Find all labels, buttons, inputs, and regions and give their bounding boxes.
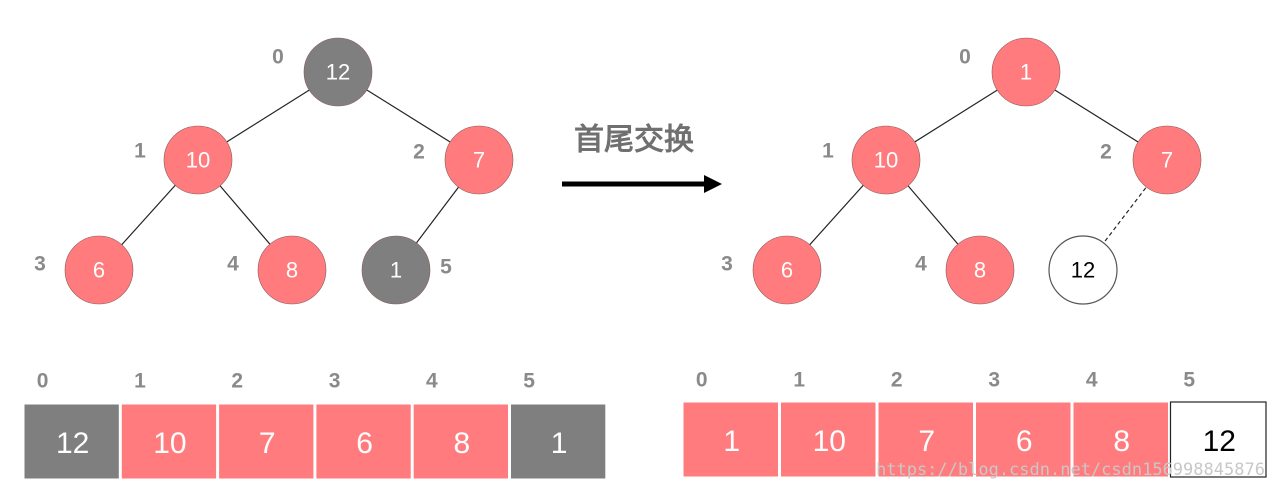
before-node <box>163 125 233 195</box>
after-array-value: 10 <box>813 425 846 458</box>
before-node-value: 10 <box>186 148 210 173</box>
before-node-value: 8 <box>286 258 298 283</box>
after-node <box>1132 125 1202 195</box>
after-node <box>851 125 921 195</box>
after-node-value: 8 <box>974 258 986 283</box>
after-array-cell <box>682 401 779 478</box>
before-node-index: 0 <box>272 46 284 69</box>
swap-action-label: 首尾交换 <box>574 123 695 157</box>
after-array-cell <box>1072 401 1169 478</box>
before-array-value: 7 <box>259 427 276 460</box>
before-array-index: 1 <box>134 370 146 393</box>
swap-arrow: 首尾交换 <box>562 123 722 193</box>
before-heap-tree: 12 0 10 1 7 2 6 3 8 4 1 5 <box>34 37 514 305</box>
before-array-index: 2 <box>231 370 243 393</box>
before-array-cell <box>218 403 315 480</box>
before-array-value: 6 <box>356 427 373 460</box>
before-node <box>303 37 373 107</box>
before-array-value: 1 <box>551 427 568 460</box>
arrow-head-icon <box>704 175 722 193</box>
before-array: 12 0 10 1 7 2 6 3 8 4 1 5 <box>23 370 607 480</box>
after-array-index: 0 <box>696 369 708 392</box>
after-node-value: 7 <box>1161 148 1173 173</box>
before-node <box>361 235 431 305</box>
watermark: https://blog.csdn.net/csdn156998845876 <box>876 460 1265 480</box>
after-node-index: 2 <box>1100 141 1112 164</box>
before-node-index: 4 <box>227 253 239 276</box>
after-node-index: 4 <box>915 253 927 276</box>
before-node-value: 7 <box>473 148 485 173</box>
after-node <box>945 235 1015 305</box>
after-array-value: 6 <box>1016 425 1033 458</box>
after-array-cell <box>975 401 1072 478</box>
before-node <box>64 235 134 305</box>
after-array-value: 12 <box>1203 425 1236 458</box>
after-node-value: 10 <box>874 148 898 173</box>
after-node-index: 3 <box>721 253 733 276</box>
after-array-index: 3 <box>988 369 1000 392</box>
after-node <box>752 235 822 305</box>
before-array-cell <box>23 403 120 480</box>
before-array-cell <box>315 403 412 480</box>
before-node-index: 5 <box>440 256 452 279</box>
after-array-cell <box>1169 401 1267 478</box>
after-array-value: 1 <box>723 425 740 458</box>
before-node-index: 2 <box>413 141 425 164</box>
after-node <box>1048 235 1118 305</box>
after-node-value: 12 <box>1071 258 1095 283</box>
before-node-index: 3 <box>34 253 46 276</box>
before-array-value: 12 <box>56 427 89 460</box>
before-array-index: 5 <box>523 370 535 393</box>
after-array-cell <box>877 401 974 478</box>
before-array-value: 10 <box>153 427 186 460</box>
after-node-index: 0 <box>959 46 971 69</box>
before-node-value: 6 <box>93 258 105 283</box>
after-array-value: 8 <box>1113 425 1130 458</box>
before-array-cell <box>412 403 510 480</box>
after-array-cell <box>780 401 877 478</box>
before-array-cell <box>510 403 607 480</box>
after-array-index: 2 <box>891 369 903 392</box>
before-array-index: 3 <box>329 370 341 393</box>
after-node-value: 1 <box>1020 60 1032 85</box>
after-node-index: 1 <box>822 140 834 163</box>
after-array-index: 4 <box>1086 369 1098 392</box>
before-node <box>444 125 514 195</box>
after-array-value: 7 <box>918 425 935 458</box>
before-node-value: 1 <box>390 258 402 283</box>
before-array-cell <box>120 403 218 480</box>
before-array-index: 0 <box>37 370 49 393</box>
after-node <box>991 37 1061 107</box>
before-array-value: 8 <box>454 427 471 460</box>
after-array-index: 5 <box>1183 369 1195 392</box>
after-array-index: 1 <box>793 369 805 392</box>
after-node-value: 6 <box>781 258 793 283</box>
before-array-index: 4 <box>426 370 438 393</box>
before-node-value: 12 <box>326 60 350 85</box>
before-node-index: 1 <box>134 140 146 163</box>
before-node <box>257 235 327 305</box>
